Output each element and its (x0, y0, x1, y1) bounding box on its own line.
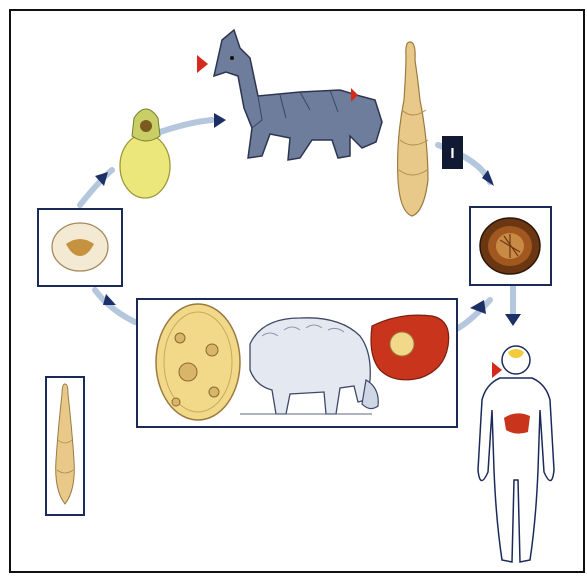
adult-tapeworm-illustration (398, 42, 428, 216)
evaginated-scolex-illustration (120, 109, 170, 198)
arrowhead-to-dog (214, 113, 226, 128)
protoscolex-illustration (52, 223, 108, 271)
hydatid-cyst-illustration (156, 304, 240, 420)
pointer-dog-head (197, 55, 208, 73)
arrowhead-to-protoscolex (103, 294, 116, 305)
egg-illustration (480, 218, 540, 274)
arrowhead-to-human (505, 314, 521, 326)
stage-label: I (450, 145, 454, 162)
pointer-human-brain (492, 362, 502, 378)
human-silhouette (478, 346, 554, 562)
